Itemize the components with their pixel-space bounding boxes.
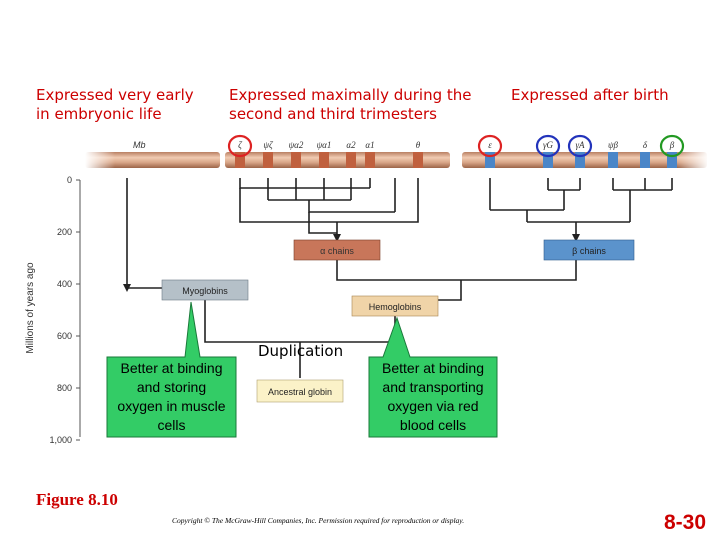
alpha-chains-box bbox=[293, 239, 381, 261]
gene-band bbox=[543, 152, 553, 168]
gene-band bbox=[413, 152, 423, 168]
figure-caption: Figure 8.10 bbox=[36, 490, 118, 509]
axis-tick-label: 400 bbox=[57, 279, 72, 289]
phylogeny-lines bbox=[123, 178, 673, 378]
gene-label: ε bbox=[488, 140, 492, 150]
gene-band bbox=[485, 152, 495, 168]
gene-band bbox=[608, 152, 618, 168]
copyright-notice: Copyright © The McGraw-Hill Companies, I… bbox=[172, 516, 465, 525]
gene-label: ζ bbox=[238, 140, 243, 150]
axis-tick-label: 1,000 bbox=[49, 435, 72, 445]
gene-label: α2 bbox=[346, 140, 356, 150]
chromosome-mb-segment bbox=[85, 152, 220, 168]
header-early-embryonic: Expressed very early in embryonic life bbox=[36, 86, 194, 123]
gene-label: θ bbox=[416, 140, 421, 150]
header-trimesters: Expressed maximally during the second an… bbox=[229, 86, 472, 123]
gene-band bbox=[667, 152, 677, 168]
axis-tick-label: 800 bbox=[57, 383, 72, 393]
alpha-chains-label: α chains bbox=[320, 246, 354, 256]
page-number: 8-30 bbox=[664, 511, 707, 534]
gene-band bbox=[365, 152, 375, 168]
gene-band bbox=[263, 152, 273, 168]
gene-band bbox=[346, 152, 356, 168]
gene-highlight-circle bbox=[567, 134, 593, 158]
gene-label: ψα1 bbox=[317, 140, 332, 150]
gene-label: δ bbox=[643, 140, 648, 150]
time-axis: 0 200 400 600 800 1,000 Millions of years ago bbox=[25, 175, 81, 445]
chromosome-alpha-segment bbox=[225, 152, 450, 168]
gene-label: γA bbox=[575, 140, 585, 150]
axis-tick-label: 0 bbox=[67, 175, 72, 185]
ancestral-globin-label: Ancestral globin bbox=[268, 387, 332, 397]
duplication-label: Duplication bbox=[258, 342, 344, 360]
gene-highlight-circle bbox=[477, 134, 503, 158]
muscle-callout-text: Better at binding and storing oxygen in … bbox=[117, 360, 226, 433]
gene-band bbox=[235, 152, 245, 168]
gene-label: ψζ bbox=[263, 140, 274, 150]
gene-highlight-circle bbox=[227, 134, 253, 158]
axis-tick-label: 200 bbox=[57, 227, 72, 237]
gene-highlight-circle bbox=[659, 134, 685, 158]
gene-highlight-circle bbox=[535, 134, 561, 158]
axis-label: Millions of years ago bbox=[25, 262, 36, 354]
muscle-callout bbox=[106, 301, 237, 438]
hemoglobins-box bbox=[351, 295, 439, 317]
gene-label: ψα2 bbox=[289, 140, 304, 150]
blood-callout-text: Better at binding and transporting oxyge… bbox=[382, 360, 484, 433]
gene-label: γG bbox=[543, 140, 554, 150]
beta-chains-label: β chains bbox=[572, 246, 606, 256]
gene-label: ψβ bbox=[608, 140, 619, 150]
gene-label: α1 bbox=[365, 140, 374, 150]
gene-band bbox=[575, 152, 585, 168]
gene-band bbox=[319, 152, 329, 168]
myoglobins-label: Myoglobins bbox=[182, 286, 228, 296]
axis-tick-label: 600 bbox=[57, 331, 72, 341]
hemoglobins-label: Hemoglobins bbox=[369, 302, 422, 312]
ancestral-globin-box bbox=[256, 379, 344, 403]
beta-chains-box bbox=[543, 239, 635, 261]
gene-band bbox=[291, 152, 301, 168]
gene-band bbox=[640, 152, 650, 168]
header-after-birth: Expressed after birth bbox=[511, 86, 669, 104]
genes-layer: ζ ψζ ψα2 ψα1 α2 α1 θ ε γG γA ψβ δ β bbox=[227, 134, 685, 168]
myoglobins-box bbox=[161, 279, 249, 301]
blood-callout bbox=[368, 316, 498, 438]
mb-gene-label: Mb bbox=[133, 140, 146, 150]
gene-label: β bbox=[669, 140, 675, 150]
